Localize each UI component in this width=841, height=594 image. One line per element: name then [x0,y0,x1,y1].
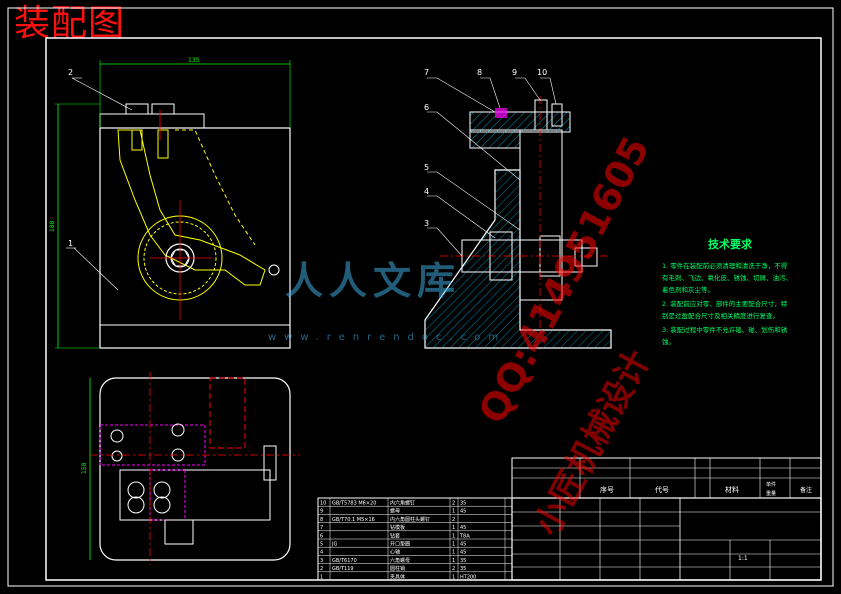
title-block [511,457,822,581]
requirement-line-7: 蚀。 [662,338,675,346]
top-view [89,372,300,565]
requirement-line-5: 别是过盈配合尺寸及相关精度进行复查。 [662,312,779,320]
part-label-8: 8 [477,68,482,77]
bom-cell: 3 [320,558,323,564]
part-label-4: 4 [424,187,429,196]
bom-cell: 9 [320,509,323,515]
dim-bottom-height: 158 [81,462,88,474]
watermark-logo: 人人文库 [285,258,462,303]
bom-cell: 1 [452,509,455,515]
section-view [424,77,612,349]
outer-frame [7,7,834,587]
tb-label-unit: 单件 [766,481,776,488]
bom-cell: HT200 [460,574,476,580]
part-label-5: 5 [424,163,429,172]
tb-scale: 1:1 [738,555,748,562]
bom-cell: T8A [459,533,470,539]
bom-cell: 2 [452,517,455,523]
front-view [55,60,291,349]
part-label-10: 10 [537,68,547,77]
bom-cell: 内六角螺钉 [390,500,415,507]
bom-cell: 圆柱销 [390,565,405,572]
bom-cell: GB/T70.1 M5×16 [332,517,375,523]
bom-cell: 45 [460,509,466,515]
bom-cell: 1 [452,574,455,580]
bom-cell: 夹具体 [390,573,405,580]
requirement-line-1: 1. 零件在装配前必须清理和清洗干净，不得 [662,262,788,270]
bom-cell: 钻套 [390,532,400,539]
bom-cell: GB/T119 [332,566,354,572]
requirement-line-6: 3. 装配过程中零件不允许磕、碰、划伤和锈 [662,326,788,334]
bom-cell: GB/T5783 M6×20 [332,501,376,507]
bom-cell: 螺母 [390,508,400,515]
part-label-2: 2 [68,68,73,77]
requirement-line-2: 有毛刺、飞边、氧化皮、锈蚀、切屑、油污、 [662,274,792,282]
bom-cell: 1 [452,542,455,548]
part-label-6: 6 [424,103,429,112]
bom-cell: 1 [452,533,455,539]
bom-cell: 1 [452,550,455,556]
part-label-3: 3 [424,219,429,228]
requirement-line-3: 着色剂和灰尘等。 [662,286,714,294]
bom-cell: 35 [460,501,466,507]
bom-cell: 10 [320,501,326,507]
requirements-title: 技术要求 [708,238,752,251]
bom-cell: 六角螺母 [390,557,410,564]
bom-cell: 钻模板 [390,524,405,531]
bom-cell: 4 [320,550,323,556]
part-label-1: 1 [68,239,73,248]
bom-cell: 1 [320,574,323,580]
drawing-title: 装配图 [14,3,126,44]
tb-label-material: 材料 [725,485,739,494]
tb-label-code: 代号 [655,485,669,494]
watermark-url: www.renrendoc.com [268,332,507,343]
tb-label-remark: 备注 [800,486,812,494]
dim-top-width: 135 [188,57,200,64]
bom-cell: GB/T6170 [332,558,357,564]
bom-cell: 8 [320,517,323,523]
bom-cell: 开口垫圈 [390,541,410,548]
bom-cell: 2 [452,501,455,507]
bom-cell: 2 [320,566,323,572]
tb-label-weight: 重量 [766,490,776,497]
bom-cell: 心轴 [390,549,400,556]
bom-cell: 6 [320,533,323,539]
bom-cell: 45 [460,542,466,548]
bom-cell: 7 [320,525,323,531]
bom-cell: 1 [452,558,455,564]
requirement-line-4: 2. 装配前应对零、部件的主要配合尺寸，特 [662,300,788,308]
bom-cell: 5 [320,542,323,548]
dim-left-height: 188 [49,220,56,232]
bom-cell: 内六角圆柱头螺钉 [390,516,430,523]
part-label-7: 7 [424,68,429,77]
bom-cell: 45 [460,525,466,531]
tb-label-seq: 序号 [600,485,614,494]
bom-cell: 2 [452,566,455,572]
bom-cell: 35 [460,566,466,572]
part-label-9: 9 [512,68,517,77]
bom-cell: JG [331,542,337,548]
bom-cell: 35 [460,558,466,564]
bom-cell: 1 [452,525,455,531]
bom-cell: 45 [460,550,466,556]
